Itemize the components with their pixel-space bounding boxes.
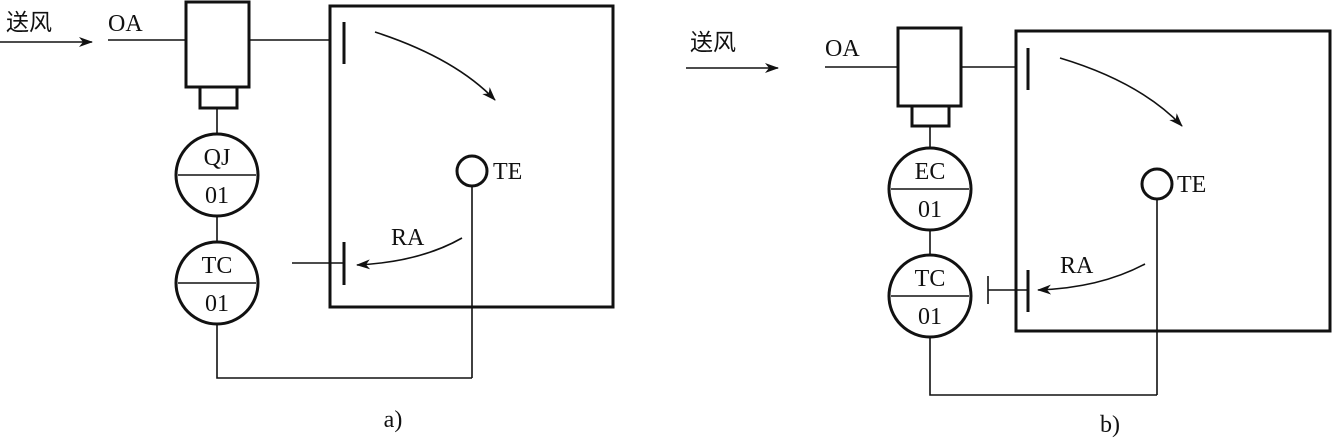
panel-a-signal-wire — [216, 324, 472, 379]
panel-b-top-controller: EC 01 — [887, 146, 973, 232]
panel-a-bottom-controller-number: 01 — [205, 291, 229, 317]
panel-a-temperature-sensor — [455, 154, 489, 188]
panel-a-supply-flow-arrow — [374, 31, 496, 101]
panel-a-ra-label: RA — [391, 225, 425, 251]
panel-b-room — [1014, 29, 1332, 333]
panel-b-ra-label: RA — [1060, 253, 1094, 279]
panel-b-return-flow-arrow — [1037, 263, 1146, 295]
panel-a-supply-label: 送风 — [6, 10, 52, 36]
panel-a-bottom-controller-tag: TC — [202, 253, 233, 279]
panel-a-oa-label: OA — [108, 11, 143, 37]
panel-a-top-controller-tag: QJ — [204, 145, 231, 171]
panel-a-return-flow-arrow — [356, 237, 463, 270]
panel-b-supply-flow-arrow — [1059, 57, 1183, 127]
panel-a-top-controller: QJ 01 — [174, 132, 260, 218]
panel-b: 送风 OA TE RA EC 01 TC 01 — [686, 26, 1332, 438]
panel-b-damper-body — [896, 26, 963, 108]
panel-a-top-controller-number: 01 — [205, 183, 229, 209]
panel-b-sensor-label: TE — [1177, 172, 1206, 198]
panel-a-bottom-controller: TC 01 — [174, 240, 260, 326]
panel-b-temperature-sensor — [1140, 167, 1174, 201]
panel-b-bottom-controller: TC 01 — [887, 253, 973, 339]
panel-b-top-controller-tag: EC — [915, 159, 946, 185]
panel-a-damper-body — [184, 0, 251, 89]
panel-b-bottom-controller-number: 01 — [918, 304, 942, 330]
panel-b-actuator — [910, 104, 951, 128]
panel-a-caption: a) — [384, 407, 403, 433]
panel-b-supply-label: 送风 — [690, 30, 736, 56]
panel-b-top-controller-number: 01 — [918, 197, 942, 223]
panel-b-caption: b) — [1100, 412, 1120, 438]
panel-b-bottom-controller-tag: TC — [915, 266, 946, 292]
panel-b-oa-label: OA — [825, 36, 860, 62]
panel-a-actuator — [198, 85, 239, 110]
panel-a: 送风 OA TE RA QJ 01 TC 01 a — [0, 0, 615, 433]
panel-b-signal-wire — [929, 337, 1157, 396]
panel-a-sensor-label: TE — [493, 159, 522, 185]
